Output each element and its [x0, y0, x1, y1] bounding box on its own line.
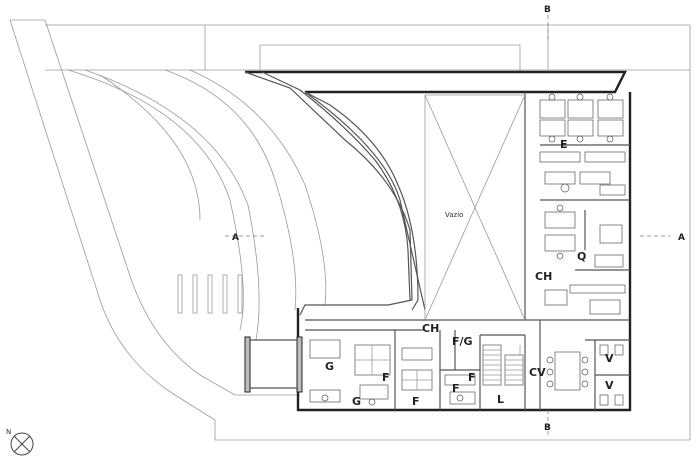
- entrance-bridge: [244, 336, 303, 393]
- room-label-fg: F/G: [452, 335, 473, 348]
- section-mark-a-right: A: [678, 233, 685, 243]
- section-mark-b-top: B: [544, 5, 551, 15]
- void-label: Vazio: [445, 211, 463, 219]
- room-label-g-bottom: G: [352, 395, 361, 408]
- driveway-curves: [45, 69, 660, 341]
- partitions: [394, 144, 630, 410]
- room-label-ch-mid: CH: [535, 270, 552, 283]
- room-label-f-bottom: F: [452, 382, 460, 395]
- room-label-v-top: V: [605, 352, 614, 365]
- room-label-f-left: F: [382, 371, 390, 384]
- section-markers: [225, 15, 670, 435]
- room-label-v-bottom: V: [605, 379, 614, 392]
- room-label-cv: CV: [529, 366, 546, 379]
- north-arrow-icon: N: [6, 428, 34, 456]
- building-envelope: [244, 70, 632, 412]
- room-label-l: L: [497, 393, 504, 406]
- room-label-f-right: F: [468, 371, 476, 384]
- void-cross: [424, 94, 526, 321]
- section-mark-a-left: A: [232, 233, 239, 243]
- room-label-ch-top: CH: [422, 322, 439, 335]
- room-label-e: E: [560, 138, 568, 151]
- room-label-g-left: G: [325, 360, 334, 373]
- furniture: [309, 93, 626, 406]
- stair: [482, 344, 524, 386]
- section-mark-b-bottom: B: [544, 423, 551, 433]
- room-label-f-mid: F: [412, 395, 420, 408]
- parking-stripes: [177, 274, 243, 314]
- room-label-q: Q: [577, 250, 586, 263]
- north-label: N: [6, 428, 11, 436]
